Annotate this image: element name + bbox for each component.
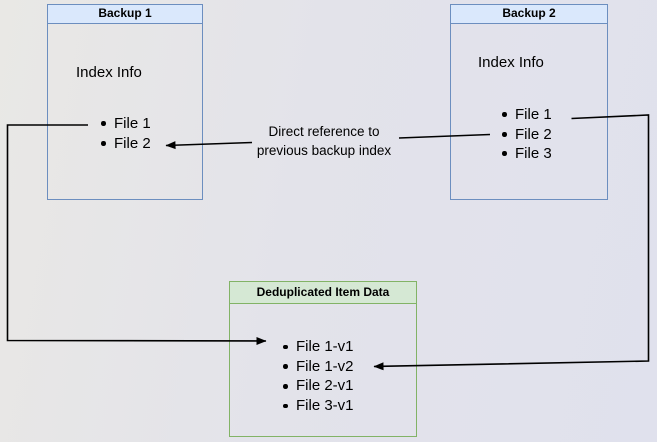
annotation-line1: Direct reference to bbox=[268, 124, 380, 139]
list-item: File 3-v1 bbox=[283, 396, 354, 416]
backup1-file-list: File 1 File 2 bbox=[101, 114, 151, 153]
backup1-box: Backup 1 Index Info File 1 File 2 bbox=[47, 4, 203, 200]
backup2-index-info-label: Index Info bbox=[478, 54, 544, 71]
annotation-label: Direct reference to previous backup inde… bbox=[204, 122, 444, 160]
dedup-file-list: File 1-v1 File 1-v2 File 2-v1 File 3-v1 bbox=[283, 337, 354, 416]
dedup-box: Deduplicated Item Data File 1-v1 File 1-… bbox=[229, 281, 417, 437]
list-item: File 1-v2 bbox=[283, 357, 354, 377]
annotation-line2: previous backup index bbox=[256, 143, 392, 158]
list-item: File 1 bbox=[502, 105, 552, 125]
list-item: File 2 bbox=[502, 125, 552, 145]
dedup-header: Deduplicated Item Data bbox=[230, 282, 416, 304]
backup1-header: Backup 1 bbox=[48, 5, 202, 24]
list-item: File 2-v1 bbox=[283, 376, 354, 396]
backup1-index-info-label: Index Info bbox=[76, 64, 142, 81]
list-item: File 3 bbox=[502, 144, 552, 164]
list-item: File 1-v1 bbox=[283, 337, 354, 357]
backup2-file-list: File 1 File 2 File 3 bbox=[502, 105, 552, 164]
backup2-box: Backup 2 Index Info File 1 File 2 File 3 bbox=[450, 4, 608, 200]
list-item: File 1 bbox=[101, 114, 151, 134]
backup2-header: Backup 2 bbox=[451, 5, 607, 24]
list-item: File 2 bbox=[101, 134, 151, 154]
